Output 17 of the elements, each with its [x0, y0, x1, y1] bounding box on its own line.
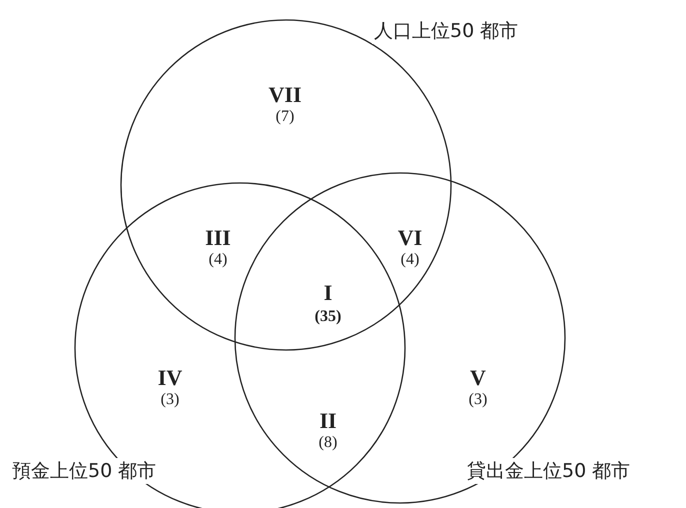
set-label: 人口上位50 都市	[372, 18, 520, 44]
region-numeral: VII	[268, 82, 302, 108]
region-count: (7)	[276, 108, 294, 126]
set-label: 貸出金上位50 都市	[465, 458, 632, 484]
region-numeral: IV	[158, 365, 182, 391]
region-count: (8)	[318, 434, 338, 452]
region-numeral: III	[205, 225, 231, 251]
region-numeral: II	[319, 408, 337, 434]
region-count: (4)	[400, 251, 420, 269]
region-count: (4)	[208, 251, 228, 269]
region-numeral: I	[324, 280, 332, 306]
region-count: (35)	[314, 308, 342, 326]
region-count: (3)	[160, 391, 180, 409]
region-numeral: V	[470, 365, 486, 391]
set-label: 預金上位50 都市	[10, 458, 158, 484]
region-count: (3)	[468, 391, 488, 409]
region-numeral: VI	[398, 225, 422, 251]
